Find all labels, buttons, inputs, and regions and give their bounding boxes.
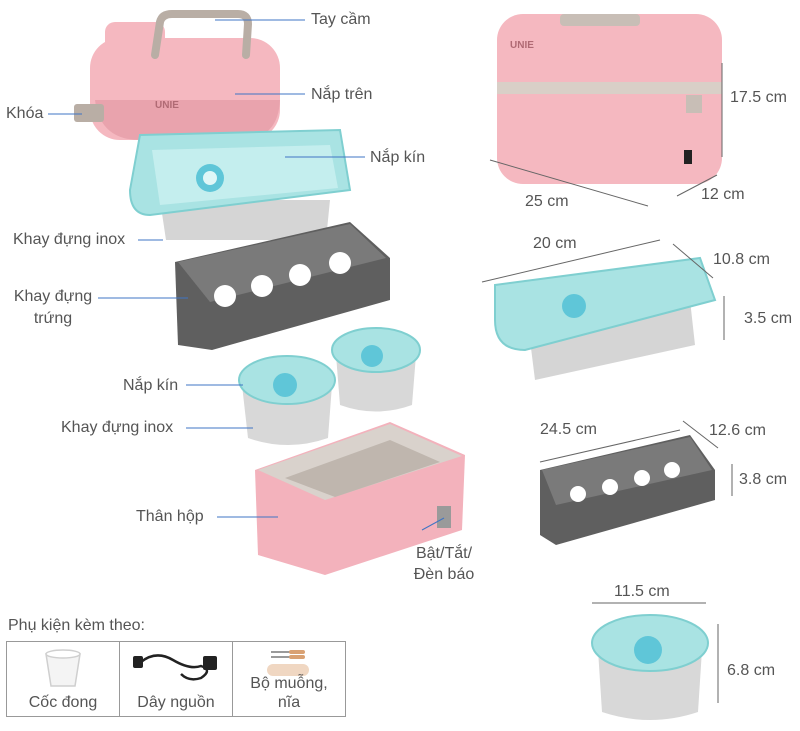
accessory-label-cord: Dây nguồn — [137, 694, 215, 711]
box-logo: UNIE — [510, 40, 534, 51]
cutlery-icon — [267, 650, 309, 676]
label-body: Thân hộp — [136, 508, 204, 525]
power-cord-icon — [133, 654, 217, 681]
body-box — [255, 422, 465, 575]
dim-egg-height: 3.8 cm — [739, 471, 788, 488]
dim-tray-height: 3.5 cm — [744, 310, 793, 327]
dim-box-length: 25 cm — [525, 193, 569, 210]
dim-steel-tray — [494, 256, 717, 380]
bowl-2 — [331, 327, 421, 412]
label-egg-tray-line2: trứng — [33, 310, 73, 327]
lid-logo: UNIE — [155, 100, 179, 111]
label-egg-tray-line1: Khay đựng — [13, 288, 93, 305]
label-lock: Khóa — [6, 105, 44, 122]
label-switch-line2: Đèn báo — [413, 566, 475, 583]
accessory-measuring-cup: Cốc đong — [7, 642, 120, 716]
label-switch-line1: Bật/Tắt/ — [415, 545, 473, 562]
bowl-1 — [238, 355, 336, 445]
accessory-label-cutlery-line1: Bộ muỗng, — [250, 675, 328, 692]
dim-bowl-diameter: 11.5 cm — [614, 583, 670, 600]
egg-tray — [175, 222, 390, 350]
accessory-power-cord: Dây nguồn — [120, 642, 233, 716]
dim-box-height: 17.5 cm — [730, 89, 787, 106]
accessories-title: Phụ kiện kèm theo: — [8, 617, 145, 634]
dim-tray-length: 20 cm — [533, 235, 577, 252]
assembled-box: UNIE — [497, 14, 722, 184]
callout-lines — [48, 19, 445, 531]
dim-tray-width: 10.8 cm — [713, 251, 770, 268]
label-steel-tray-2: Khay đựng inox — [61, 419, 174, 436]
label-egg-tray: Khay đựng trứng — [8, 288, 98, 328]
steel-tray-1 — [160, 200, 330, 240]
accessory-label-cutlery: Bộ muỗng, nĩa — [233, 674, 345, 712]
label-top-lid: Nắp trên — [311, 86, 373, 103]
lock-clip — [74, 104, 104, 122]
dim-egg-width: 12.6 cm — [709, 422, 766, 439]
label-handle: Tay cầm — [311, 11, 371, 28]
label-steel-tray-1: Khay đựng inox — [13, 231, 126, 248]
accessories-table: Cốc đong Dây nguồn Bộ muỗng, nĩa — [6, 641, 346, 717]
dim-bowl-height: 6.8 cm — [727, 662, 776, 679]
top-lid: UNIE — [90, 22, 280, 140]
accessory-cutlery: Bộ muỗng, nĩa — [233, 642, 345, 716]
dim-egg-length: 24.5 cm — [540, 421, 597, 438]
accessory-label-cutlery-line2: nĩa — [277, 694, 301, 711]
accessory-label-cup: Cốc đong — [28, 694, 98, 711]
label-switch: Bật/Tắt/ Đèn báo — [404, 545, 484, 584]
dim-bowl — [591, 614, 709, 720]
dim-egg-tray — [540, 435, 715, 545]
label-sealed-lid-2: Nắp kín — [123, 377, 179, 394]
sealed-lid-1 — [128, 128, 352, 217]
measuring-cup-icon — [45, 649, 81, 687]
dimension-lines — [481, 63, 733, 703]
label-sealed-lid-1: Nắp kín — [370, 149, 426, 166]
dim-box-width: 12 cm — [701, 186, 745, 203]
